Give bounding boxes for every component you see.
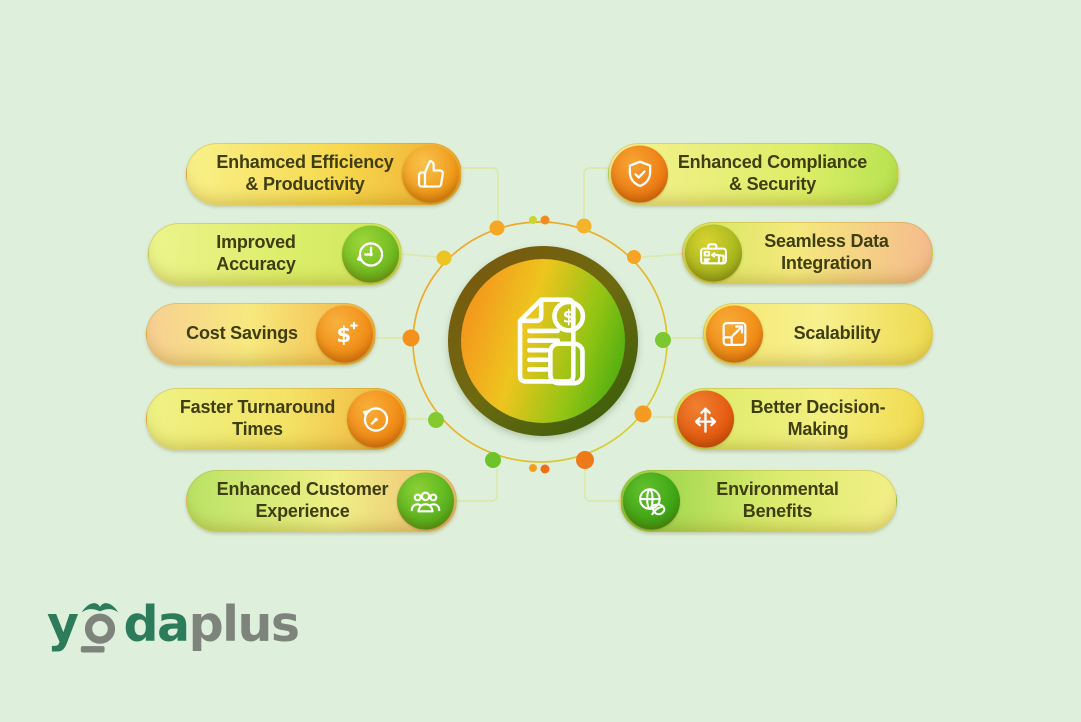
pill-label: Enhamced Efficiency & Productivity: [216, 152, 394, 194]
benefit-pill-environmental: Environmental Benefits: [620, 470, 897, 532]
logo-segment-da: da: [123, 596, 190, 653]
pill-label: Enhanced Compliance & Security: [677, 152, 868, 194]
logo-segment-plus: plus: [188, 596, 300, 653]
data-scanner-icon: [685, 224, 742, 282]
benefit-pill-data-integration: Seamless Data Integration: [682, 222, 933, 284]
benefit-pill-enhanced-efficiency: Enhamced Efficiency & Productivity: [186, 143, 462, 205]
pill-label: Environmental Benefits: [716, 479, 839, 521]
connector-lines: [376, 167, 703, 502]
dollar-sparkle-icon: $: [316, 305, 373, 363]
expand-arrow-icon: [706, 305, 763, 363]
logo-segment-y: y: [47, 596, 79, 653]
benefit-pill-faster-turnaround: Faster Turnaround Times: [146, 388, 407, 450]
people-group-icon-svg: [410, 491, 441, 513]
expand-arrow-icon-svg: [722, 322, 747, 346]
data-scanner-icon-svg: [700, 243, 727, 265]
direction-arrows-icon: [677, 390, 734, 448]
thumbs-up-icon: [402, 145, 459, 203]
yodaplus-logo: y da plus: [47, 596, 300, 667]
orbit-dots: [402, 215, 671, 474]
globe-leaf-icon: [623, 472, 680, 530]
gauge-clock-icon: [342, 225, 399, 283]
benefit-pill-decision-making: Better Decision-Making: [674, 388, 924, 450]
pill-label: Faster Turnaround Times: [179, 397, 336, 439]
yoda-o-icon: [79, 597, 121, 667]
shield-check-icon: [611, 145, 668, 203]
pill-label: Improved Accuracy: [216, 232, 296, 274]
benefit-pill-improved-accuracy: Improved Accuracy: [148, 223, 402, 285]
globe-leaf-icon-svg: [639, 488, 666, 516]
benefit-pill-compliance-security: Enhanced Compliance & Security: [608, 143, 899, 205]
benefit-pill-customer-experience: Enhanced Customer Experience: [186, 470, 457, 532]
pill-label: Enhanced Customer Experience: [216, 479, 389, 521]
dollar-glyph: $: [563, 308, 575, 328]
dollar-glyph: $: [336, 322, 351, 347]
stopwatch-icon-svg: [362, 406, 388, 432]
pill-label: Cost Savings: [186, 323, 298, 344]
pill-label: Better Decision-Making: [750, 397, 886, 439]
people-group-icon: [397, 472, 454, 530]
center-emblem-inner: $: [461, 259, 625, 423]
center-emblem: $: [448, 246, 638, 436]
dollar-sparkle-icon-svg: $: [336, 321, 358, 347]
benefit-pill-scalability: Scalability: [703, 303, 933, 365]
pill-label: Scalability: [793, 323, 881, 344]
direction-arrows-icon-svg: [694, 407, 717, 433]
pill-label: Seamless Data Integration: [764, 231, 889, 273]
gauge-clock-icon-svg: [356, 241, 383, 267]
stopwatch-icon: [347, 390, 404, 448]
thumbs-up-icon-svg: [417, 159, 444, 188]
benefit-pill-cost-savings: Cost Savings $: [146, 303, 376, 365]
shield-check-icon-svg: [628, 160, 651, 187]
invoice-document-dollar-icon: $: [517, 297, 586, 386]
yoda-o-icon-svg: [81, 603, 119, 653]
